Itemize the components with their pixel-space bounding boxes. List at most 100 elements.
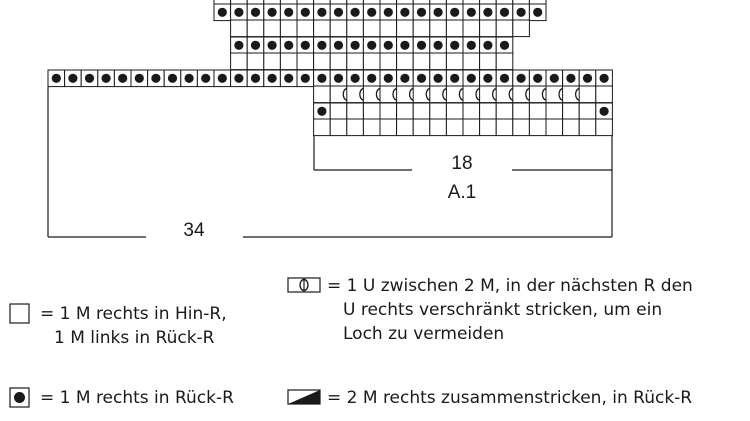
purl-dot-mark [167,73,178,83]
k2tog-symbol-icon [287,389,321,405]
legend-purl-ws-line1: = 1 M rechts in Rück-R [40,388,234,408]
purl-dot-mark [483,7,493,17]
chart-cell [263,19,281,38]
chart-cell [578,102,597,121]
purl-dot-mark [367,73,377,83]
chart-cell [562,102,580,121]
chart-cell [479,102,497,121]
chart-cell [445,118,464,137]
purl-dot-mark [533,73,543,83]
purl-dot-mark [250,7,261,17]
purl-dot-mark [450,73,460,83]
chart-cell [595,118,613,137]
chart-cell [495,118,514,137]
purl-dot-mark [68,73,78,83]
chart-cell [329,19,348,38]
chart-cell [396,118,414,137]
chart-cell [545,102,564,121]
purl-dot-mark [184,73,194,83]
purl-dot-mark [549,73,559,83]
purl-dot-mark [300,73,310,83]
chart-cell [445,102,464,121]
chart-cell [396,52,414,71]
chart-cell [379,118,398,137]
chart-cell [412,102,431,121]
chart-cell [313,19,331,38]
purl-dot-mark [350,73,360,83]
chart-cell [545,118,564,137]
purl-dot-mark [350,7,360,17]
legend-yarn-over-line1: = 1 U zwischen 2 M, in der nächsten R de… [327,276,693,296]
purl-dot-mark [201,73,211,83]
chart-cell [429,102,447,121]
purl-dot-mark [367,40,377,50]
purl-dot-mark [101,73,111,83]
purl-dot-mark [333,7,344,17]
chart-cell [462,118,481,137]
chart-cell [362,19,381,38]
chart-cell [396,102,414,121]
purl-dot-mark [400,40,410,50]
purl-dot-mark [466,7,476,17]
purl-dot-mark [284,40,294,50]
chart-cell [296,52,315,71]
chart-cell [379,102,398,121]
legend-knit-line1: = 1 M rechts in Hin-R, [40,304,227,324]
purl-dot-mark [333,73,344,83]
chart-cell [313,85,331,104]
purl-dot-mark [284,73,294,83]
chart-cell [512,118,530,137]
chart-cell [578,85,597,104]
purl-dot-mark [367,7,377,17]
purl-dot-mark [516,7,526,17]
chart-cell [495,19,514,38]
chart-cell [329,52,348,71]
purl-dot-mark [483,40,493,50]
purl-dot-mark [250,73,261,83]
legend-yarn-over-line3: Loch zu vermeiden [343,324,505,344]
purl-dot-mark [483,73,493,83]
chart-cell [595,85,613,104]
purl-dot-mark [400,7,410,17]
purl-dot-mark [433,7,443,17]
purl-dot-mark [383,73,393,83]
chart-cell [246,52,265,71]
chart-cell [230,19,248,38]
purl-dot-mark [217,7,227,17]
chart-name-label: A.1 [448,182,477,203]
legend-purl-ws: = 1 M rechts in Rück-R [40,386,234,410]
purl-dot-mark [383,40,393,50]
chart-cell [578,118,597,137]
purl-dot-mark [284,7,294,17]
purl-dot-mark [267,40,277,50]
chart-cell [230,52,248,71]
purl-dot-mark [317,73,327,83]
purl-dot-mark [51,73,61,83]
purl-dot-mark [317,7,327,17]
purl-dot-mark [416,7,427,17]
purl-dot-mark [466,40,476,50]
chart-cell [362,102,381,121]
purl-dot-mark [599,106,609,116]
chart-cell [246,19,265,38]
chart-cell [445,19,464,38]
purl-dot-mark [533,7,543,17]
chart-cell [512,102,530,121]
chart-cell [279,52,298,71]
width-label-18: 18 [451,153,472,174]
width-label-34: 34 [183,220,205,241]
chart-cell [296,19,315,38]
chart-grid [47,0,613,137]
purl-dot-mark [151,73,161,83]
legend-knit-line2: 1 M links in Rück-R [54,328,215,348]
knit-symbol-icon [9,303,30,324]
purl-dot-mark [400,73,410,83]
chart-cell [346,52,364,71]
purl-dot-mark [499,40,510,50]
chart-cell [362,118,381,137]
legend-yarn-over: = 1 U zwischen 2 M, in der nächsten R de… [327,274,693,346]
purl-dot-mark [433,40,443,50]
legend-symbols [9,277,321,408]
chart-cell [495,52,514,71]
